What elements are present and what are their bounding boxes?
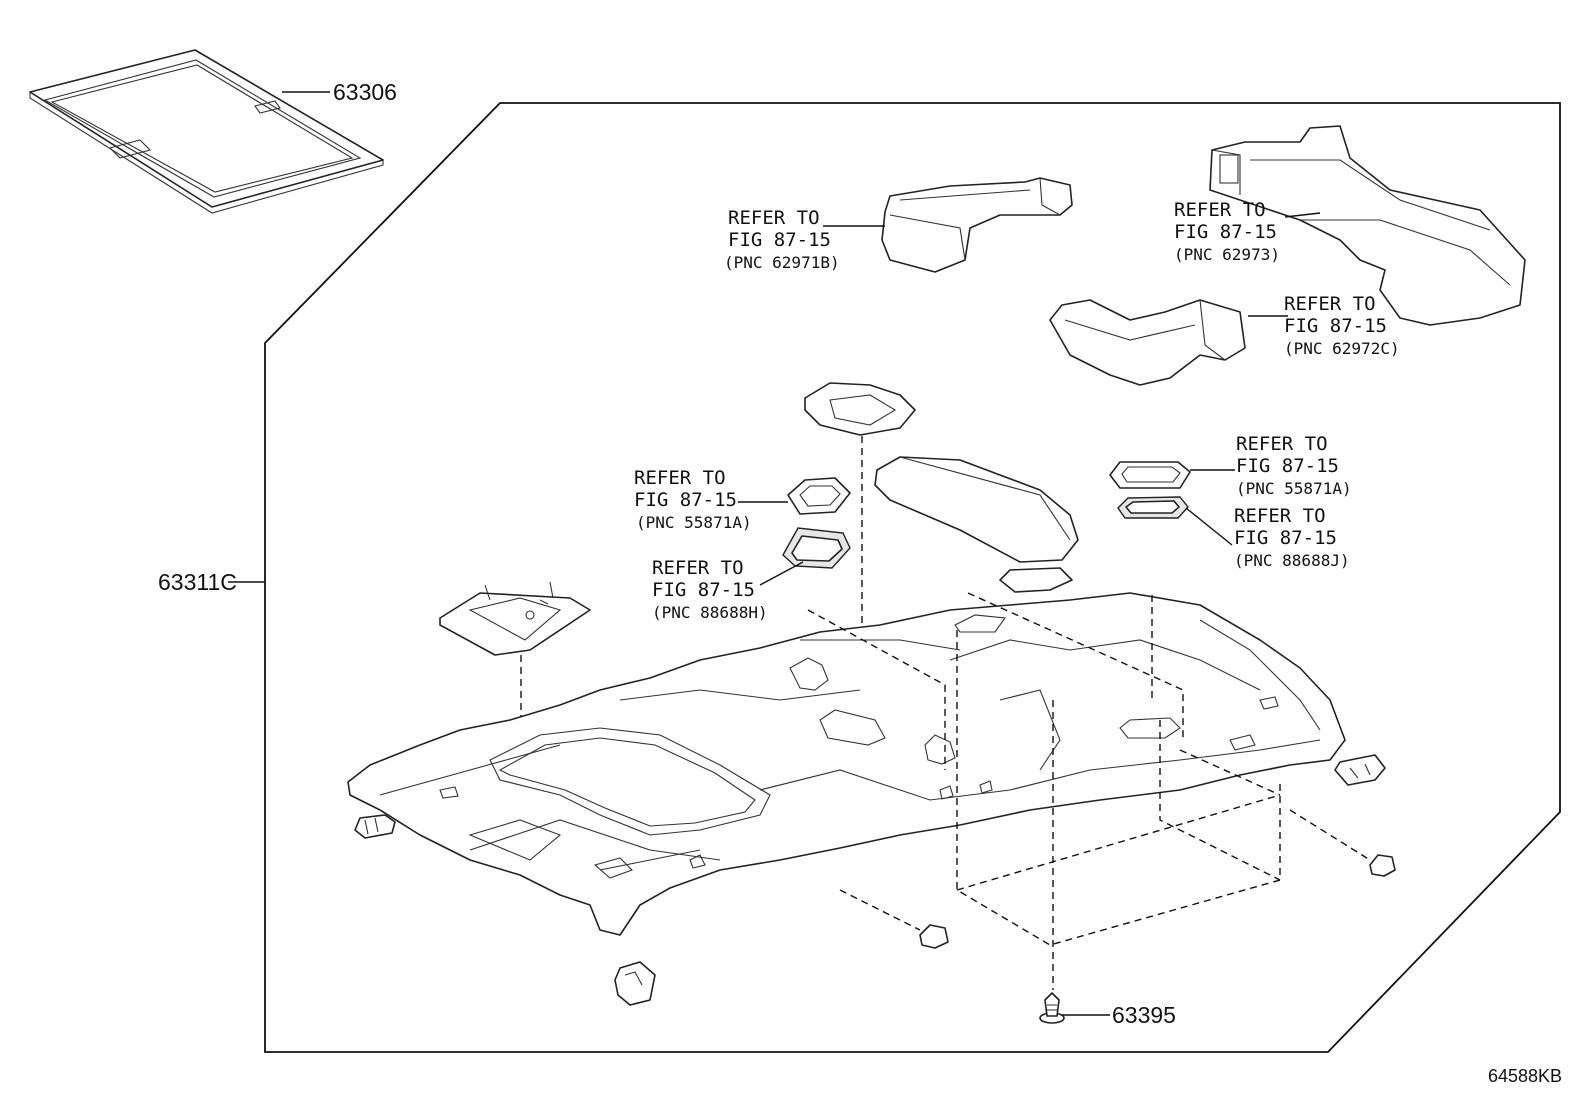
- lamp-gasket-88688h-left[interactable]: [782, 527, 851, 569]
- ref-label-55871a-left: REFER TO FIG 87-15 (PNC 55871A): [634, 467, 752, 532]
- duct-62972c[interactable]: [1049, 299, 1246, 386]
- lamp-gasket-88688j-right[interactable]: [1117, 496, 1189, 519]
- svg-text:FIG 87-15: FIG 87-15: [1236, 455, 1339, 477]
- ref-label-62971b: REFER TO FIG 87-15 (PNC 62971B): [724, 207, 840, 272]
- part-number-63395: 63395: [1112, 1002, 1176, 1028]
- retainer-bracket-right[interactable]: [1334, 754, 1386, 786]
- svg-text:REFER TO: REFER TO: [634, 467, 726, 489]
- svg-text:REFER TO: REFER TO: [1174, 199, 1266, 221]
- ref-label-62973: REFER TO FIG 87-15 (PNC 62973): [1174, 199, 1280, 264]
- assembly-frame: [264, 102, 1561, 1053]
- figure-code: 64588KB: [1488, 1066, 1562, 1086]
- svg-text:FIG 87-15: FIG 87-15: [1234, 527, 1337, 549]
- ref-label-55871a-right: REFER TO FIG 87-15 (PNC 55871A): [1236, 433, 1352, 498]
- svg-text:(PNC 55871A): (PNC 55871A): [1236, 479, 1352, 498]
- svg-text:FIG 87-15: FIG 87-15: [652, 579, 755, 601]
- svg-text:(PNC 88688H): (PNC 88688H): [652, 603, 768, 622]
- svg-text:(PNC 62973): (PNC 62973): [1174, 245, 1280, 264]
- svg-text:REFER TO: REFER TO: [1284, 293, 1376, 315]
- svg-text:(PNC 55871A): (PNC 55871A): [636, 513, 752, 532]
- svg-text:FIG 87-15: FIG 87-15: [728, 229, 831, 251]
- svg-text:(PNC 62971B): (PNC 62971B): [724, 253, 840, 272]
- lamp-bezel-55871a-left[interactable]: [787, 477, 851, 515]
- ref-label-62972c: REFER TO FIG 87-15 (PNC 62972C): [1284, 293, 1400, 358]
- retainer-bracket-bottom[interactable]: [614, 961, 656, 1006]
- sunshade-panel-63306[interactable]: [29, 49, 384, 214]
- roof-cover-panel[interactable]: [874, 456, 1079, 563]
- dome-lamp-housing[interactable]: [804, 382, 916, 436]
- svg-text:REFER TO: REFER TO: [1236, 433, 1328, 455]
- svg-text:REFER TO: REFER TO: [1234, 505, 1326, 527]
- part-number-63306: 63306: [333, 79, 397, 105]
- headliner-63311c[interactable]: [347, 592, 1346, 936]
- duct-62973[interactable]: [1209, 125, 1526, 326]
- part-number-63311c: 63311C: [158, 569, 237, 595]
- duct-62971b[interactable]: [881, 177, 1073, 273]
- svg-text:FIG 87-15: FIG 87-15: [1174, 221, 1277, 243]
- svg-text:FIG 87-15: FIG 87-15: [1284, 315, 1387, 337]
- lamp-bezel-55871a-right[interactable]: [1109, 461, 1191, 489]
- svg-text:(PNC 62972C): (PNC 62972C): [1284, 339, 1400, 358]
- svg-text:FIG 87-15: FIG 87-15: [634, 489, 737, 511]
- svg-text:(PNC 88688J): (PNC 88688J): [1234, 551, 1350, 570]
- cap-clip-right[interactable]: [1369, 854, 1396, 877]
- svg-text:REFER TO: REFER TO: [728, 207, 820, 229]
- ref-label-88688h: REFER TO FIG 87-15 (PNC 88688H): [652, 557, 768, 622]
- headliner-clip-63395[interactable]: [1039, 992, 1065, 1024]
- svg-text:REFER TO: REFER TO: [652, 557, 744, 579]
- clip-left-small[interactable]: [354, 814, 396, 839]
- overhead-console-bracket[interactable]: [439, 581, 591, 656]
- ref-label-88688j: REFER TO FIG 87-15 (PNC 88688J): [1234, 505, 1350, 570]
- cap-clip-center[interactable]: [919, 924, 949, 949]
- clip-bracket-center[interactable]: [999, 567, 1073, 593]
